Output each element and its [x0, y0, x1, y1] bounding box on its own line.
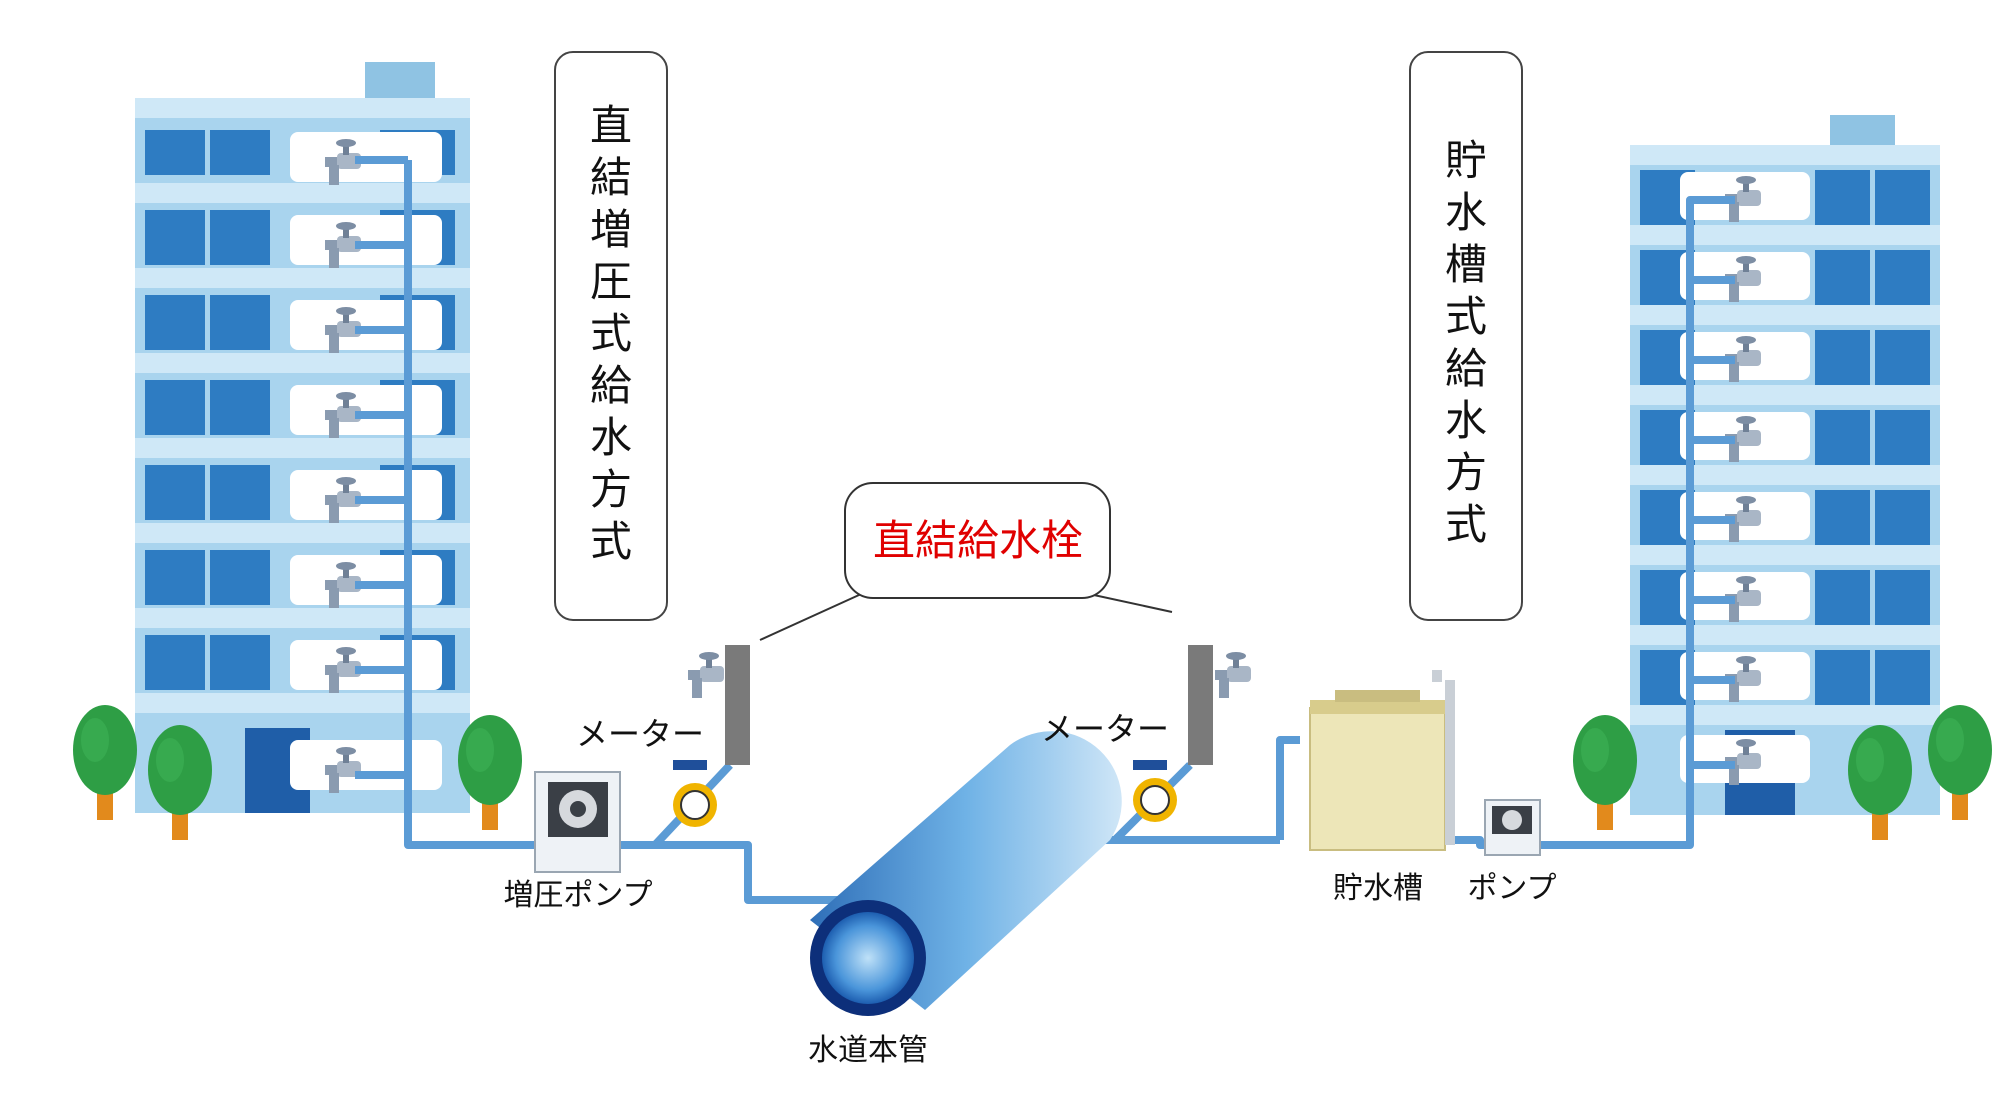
tree-icon: [73, 705, 137, 820]
left-building: [135, 62, 470, 813]
meter-left-label: メーター: [576, 715, 704, 753]
direct-boost-title: 直結増圧式給水方式: [590, 101, 632, 566]
pump-label: ポンプ: [1467, 871, 1556, 906]
right-building: [1630, 115, 1940, 815]
direct-boost-title-box: 直結増圧式給水方式: [554, 51, 668, 621]
tree-icon: [148, 725, 212, 840]
boost-pump-label: 増圧ポンプ: [503, 878, 652, 913]
right-hydrant: [1188, 645, 1251, 765]
left-hydrant: [688, 645, 750, 765]
pump-icon: [1484, 799, 1541, 856]
callout-label: 直結給水栓: [873, 516, 1083, 565]
water-meter-icon: [673, 760, 717, 827]
main-pipe-label: 水道本管: [808, 1033, 928, 1068]
riser-branches: [355, 156, 1735, 779]
tank-title: 貯水槽式給水方式: [1445, 136, 1487, 549]
tree-icon: [1573, 715, 1637, 830]
pump-icon: [534, 771, 621, 873]
tank-title-box: 貯水槽式給水方式: [1409, 51, 1523, 621]
callout-bubble: 直結給水栓: [759, 482, 1173, 641]
water-main-pipe: [810, 731, 1122, 1016]
tree-icon: [1848, 725, 1912, 840]
meter-right-label: メーター: [1041, 710, 1169, 748]
water-tank-icon: [1309, 670, 1455, 851]
storage-tank-label: 貯水槽: [1333, 871, 1423, 906]
water-meter-icon: [1133, 760, 1177, 822]
